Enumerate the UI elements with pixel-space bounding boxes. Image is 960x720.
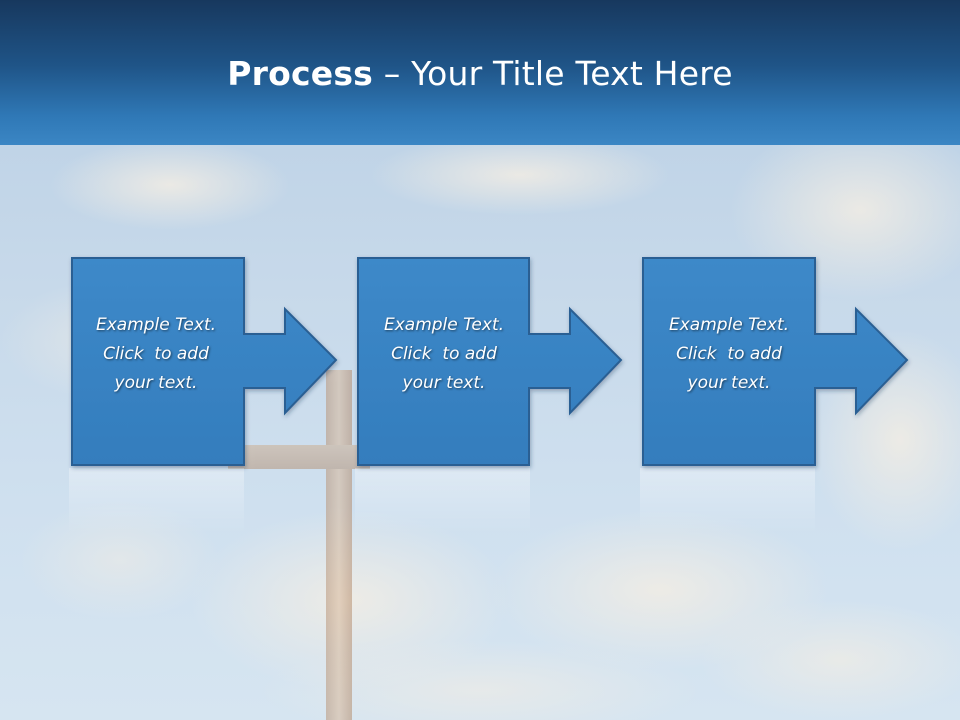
title-rest: – Your Title Text Here <box>373 54 733 93</box>
step-2-line-2: Click to add <box>391 344 497 364</box>
arrow-right-shape <box>71 257 338 466</box>
title-bar <box>0 0 960 145</box>
step-1-line-1: Example Text. <box>95 315 217 335</box>
step-2-text[interactable]: Example Text. Click to add your text. <box>358 311 530 398</box>
step-3-line-1: Example Text. <box>668 315 790 335</box>
step-3-line-3: your text. <box>687 373 771 393</box>
step-1-text[interactable]: Example Text. Click to add your text. <box>70 311 242 398</box>
step-3-text[interactable]: Example Text. Click to add your text. <box>643 311 815 398</box>
cross-image <box>228 370 370 720</box>
step-2-line-1: Example Text. <box>383 315 505 335</box>
step-reflection <box>355 468 530 534</box>
step-2-line-3: your text. <box>402 373 486 393</box>
title-bold: Process <box>227 54 374 93</box>
step-3-line-2: Click to add <box>676 344 782 364</box>
step-reflection <box>640 468 815 534</box>
slide-title[interactable]: Process – Your Title Text Here <box>0 52 960 96</box>
step-1-line-3: your text. <box>114 373 198 393</box>
arrow-right-shape <box>357 257 623 466</box>
process-step-1[interactable] <box>69 257 338 534</box>
process-step-3[interactable] <box>640 257 909 534</box>
process-step-2[interactable] <box>355 257 623 534</box>
step-reflection <box>69 468 244 534</box>
arrow-right-shape <box>642 257 909 466</box>
step-1-line-2: Click to add <box>103 344 209 364</box>
